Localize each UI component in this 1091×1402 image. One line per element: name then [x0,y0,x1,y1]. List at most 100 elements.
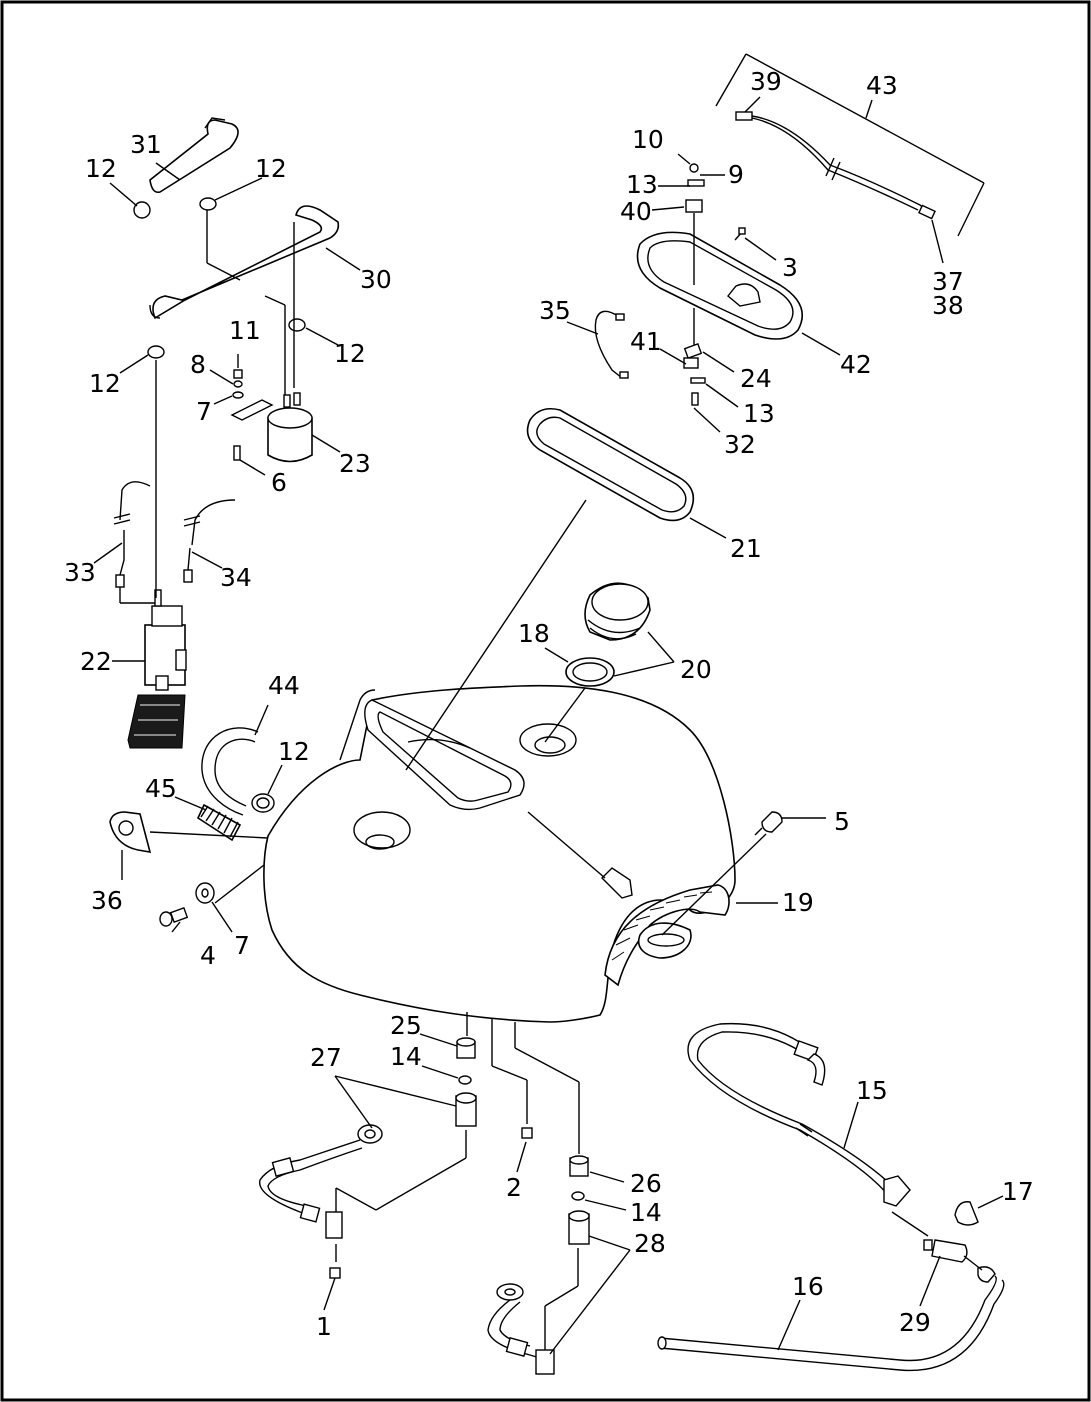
part-33-wire [113,481,155,604]
part-18-gasket [565,657,615,687]
part-36-bracket [109,811,152,853]
callout-25: 25 [390,1011,422,1040]
callout-15: 15 [856,1076,888,1105]
part-31-hose [149,117,239,194]
part-27-fitting [455,1092,477,1127]
callout-13-lower: 13 [743,399,775,428]
callout-24: 24 [740,364,772,393]
part-24-clip [683,343,703,359]
callout-3: 3 [782,253,798,282]
part-11-nut [233,369,243,379]
part-16-line [657,1275,1005,1372]
callout-11: 11 [229,316,261,345]
callout-37: 37 [932,267,964,296]
part-21-gasket [526,407,695,522]
callout-8: 8 [190,350,206,379]
callout-12-d: 12 [89,369,121,398]
part-42-plate [636,231,803,340]
part-6-screw [233,445,241,461]
part-10-nut [689,163,699,173]
callout-20: 20 [680,655,712,684]
callout-9: 9 [728,160,744,189]
part-29-filter [923,1239,996,1283]
callout-23: 23 [339,449,371,478]
part-14-oring-b [571,1191,585,1201]
callout-44: 44 [268,671,300,700]
part-44-hose [201,727,275,816]
callout-12-c: 12 [334,339,366,368]
callout-12-e: 12 [278,737,310,766]
callout-14-right: 14 [630,1198,662,1227]
part-8-washer [233,380,243,388]
callout-13-upper: 13 [626,170,658,199]
part-23-filter [230,392,313,463]
callout-18: 18 [518,619,550,648]
callout-22: 22 [80,647,112,676]
part-26-fitting [569,1155,589,1177]
part-12-clamp-a [133,201,151,219]
part-43-harness [735,111,936,220]
part-7-washer-small [232,391,244,399]
callout-27: 27 [310,1043,342,1072]
part-40-block [685,199,703,213]
callout-5: 5 [834,807,850,836]
callout-1: 1 [316,1312,332,1341]
part-27-fuel-line [259,1124,383,1279]
part-12-clamp-c [288,318,306,332]
part-7-washer [195,882,215,904]
callout-33: 33 [64,558,96,587]
part-14-oring-a [458,1075,472,1085]
callout-21: 21 [730,534,762,563]
part-45-grommet [196,803,242,842]
part-20-filler-cap [584,582,651,641]
callout-6: 6 [271,468,287,497]
callout-40: 40 [620,197,652,226]
part-32-screw [691,392,699,406]
callout-38: 38 [932,291,964,320]
callout-30: 30 [360,265,392,294]
callout-12-b: 12 [255,154,287,183]
callout-31: 31 [130,130,162,159]
callout-36: 36 [91,886,123,915]
part-35-wire [594,310,629,379]
callout-7-upper: 7 [196,397,212,426]
callout-2: 2 [506,1173,522,1202]
part-5-bolt [754,811,783,836]
callout-26: 26 [630,1169,662,1198]
callout-4: 4 [200,941,216,970]
part-30-hose [149,205,340,320]
part-12-clamp-b [199,197,217,211]
part-17-clamp [954,1201,979,1226]
callout-32: 32 [724,430,756,459]
callout-labels: 1 2 3 4 5 6 7 7 8 9 10 11 12 12 12 12 12… [64,67,1034,1341]
callout-17: 17 [1002,1177,1034,1206]
part-4-screw [159,907,189,927]
callout-35: 35 [539,296,571,325]
part-25-fitting [456,1037,476,1059]
callout-19: 19 [782,888,814,917]
callout-14-left: 14 [390,1042,422,1071]
callout-7-lower: 7 [234,931,250,960]
callout-42: 42 [840,350,872,379]
callout-41: 41 [630,327,662,356]
part-28-fuel-line [487,1283,555,1375]
part-3-screw [734,227,746,241]
part-2-plug [521,1127,533,1139]
part-13-bracket-upper [687,179,705,187]
leader-lines [93,53,1004,1355]
part-22-fuel-pump [127,589,187,749]
part-28-fitting [568,1210,590,1245]
part-15-line [687,1022,911,1207]
callout-43: 43 [866,71,898,100]
part-12-clamp-d [147,345,165,359]
callout-29: 29 [899,1308,931,1337]
callout-28: 28 [634,1229,666,1258]
fuel-tank [263,684,736,1023]
part-41-nut [683,357,699,369]
callout-45: 45 [145,774,177,803]
part-13-bracket-lower [690,377,706,384]
callout-16: 16 [792,1272,824,1301]
